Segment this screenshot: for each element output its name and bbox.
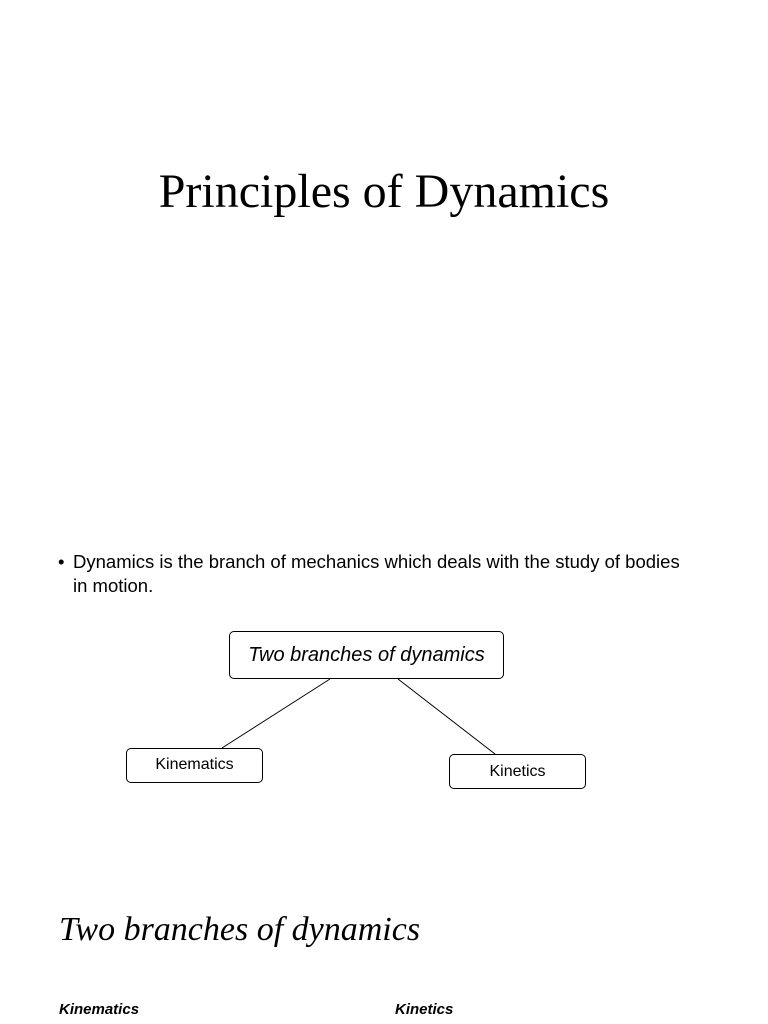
bullet-point: • Dynamics is the branch of mechanics wh… (58, 550, 698, 598)
connector-line-kinematics (221, 678, 331, 749)
diagram-kinematics-box: Kinematics (126, 748, 263, 783)
section-heading: Two branches of dynamics (59, 911, 421, 948)
bullet-symbol: • (58, 551, 65, 572)
diagram-root-box: Two branches of dynamics (229, 631, 504, 679)
bullet-text: Dynamics is the branch of mechanics whic… (73, 551, 680, 596)
column-label-kinetics: Kinetics (395, 1001, 454, 1018)
page-title: Principles of Dynamics (158, 165, 610, 218)
column-label-kinematics: Kinematics (59, 1001, 140, 1018)
connector-line-kinetics (397, 678, 496, 755)
diagram-kinetics-box: Kinetics (449, 754, 586, 789)
